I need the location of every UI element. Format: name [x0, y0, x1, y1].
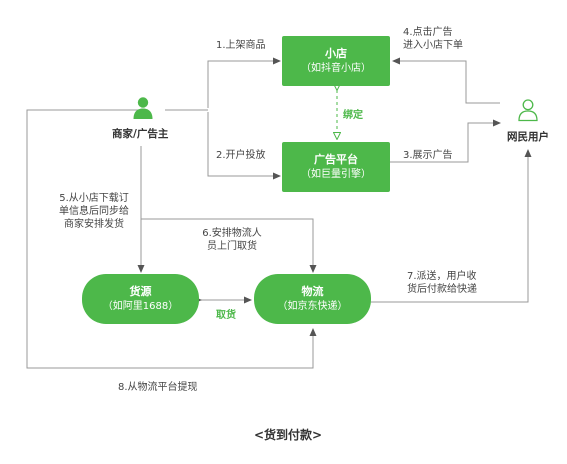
edge-5-label: 5.从小店下载订 单信息后同步给 商家安排发货	[50, 192, 138, 231]
edge-4-line-1: 4.点击广告	[403, 27, 453, 38]
edge-6-label: 6.安排物流人 员上门取货	[196, 227, 268, 253]
merchant-label: 商家/广告主	[112, 128, 169, 140]
edge-7-line	[371, 149, 532, 303]
person-outline-icon	[518, 99, 538, 122]
edge-1-line	[207, 57, 281, 108]
edge-8-label: 8.从物流平台提现	[118, 382, 198, 393]
edge-4-line	[392, 57, 500, 104]
edge-7-label: 7.派送，用户收 货后付款给快递	[407, 270, 477, 296]
person-solid-icon	[133, 97, 153, 119]
shop-subtitle: （如抖音小店）	[301, 63, 371, 74]
logistics-subtitle: （如京东快递）	[277, 301, 348, 312]
edge-3-line	[390, 119, 501, 163]
logistics-title: 物流	[301, 285, 324, 298]
edge-5-line-1: 5.从小店下载订	[59, 193, 129, 204]
edge-4-label: 4.点击广告 进入小店下单	[403, 26, 463, 52]
ad-platform-node: 广告平台 （如巨量引擎）	[282, 142, 390, 192]
edge-6-line-2: 员上门取货	[207, 241, 257, 252]
edge-4-line-2: 进入小店下单	[403, 40, 463, 51]
shop-title: 小店	[325, 47, 347, 60]
edge-8-line	[26, 109, 317, 369]
diagram-caption: <货到付款>	[254, 428, 323, 442]
pickup-label: 取货	[216, 310, 236, 321]
edge-5-line-3: 商家安排发货	[64, 219, 124, 230]
edge-1-label: 1.上架商品	[216, 40, 266, 51]
edge-5-line-2: 单信息后同步给	[59, 206, 129, 217]
bind-label: 绑定	[343, 110, 363, 121]
supply-subtitle: （如阿里1688）	[102, 301, 179, 312]
edge-3-label: 3.展示广告	[403, 150, 453, 161]
shop-node: 小店 （如抖音小店）	[282, 36, 390, 86]
edge-6-line-1: 6.安排物流人	[202, 228, 262, 239]
logistics-node: 物流 （如京东快递）	[254, 274, 371, 324]
edge-2-label: 2.开户投放	[216, 150, 266, 161]
ad-platform-subtitle: （如巨量引擎）	[301, 169, 371, 180]
supply-node: 货源 （如阿里1688）	[82, 274, 199, 324]
user-label: 网民用户	[507, 131, 549, 143]
edge-7-line-2: 货后付款给快递	[407, 284, 477, 295]
edge-2-line	[207, 112, 281, 180]
edge-6-line	[141, 218, 317, 273]
ad-platform-title: 广告平台	[314, 153, 358, 166]
edge-7-line-1: 7.派送，用户收	[407, 271, 477, 282]
supply-title: 货源	[129, 285, 152, 298]
